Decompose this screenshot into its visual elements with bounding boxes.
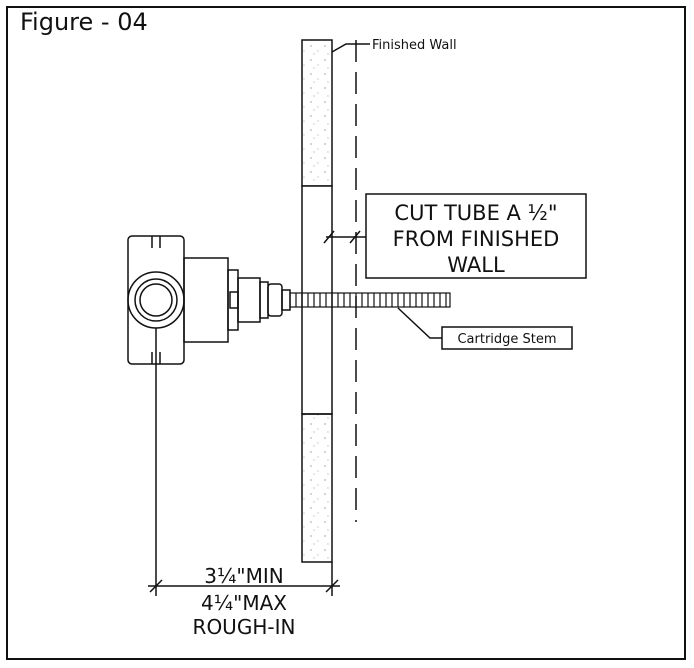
cut-tube-line2: FROM FINISHED: [393, 227, 560, 251]
cartridge-stem-box: [441, 326, 573, 350]
rough-in-min: 3¼"MIN: [204, 564, 283, 588]
valve-body: [127, 235, 291, 365]
cut-tube-dimension: [323, 230, 366, 244]
rough-in-dimension: [148, 328, 340, 596]
rough-in-max: 4¼"MAX: [201, 591, 287, 615]
figure-title: Figure - 04: [20, 8, 148, 36]
cartridge-stem-leader: [397, 307, 442, 339]
cartridge-stem: [289, 292, 451, 308]
cut-tube-line1: CUT TUBE A ½": [394, 201, 557, 225]
rough-in-label: ROUGH-IN: [193, 615, 296, 639]
finished-wall: [301, 39, 333, 563]
finished-wall-label: Finished Wall: [372, 38, 457, 53]
cut-tube-box: [365, 193, 587, 279]
cartridge-stem-label: Cartridge Stem: [457, 332, 556, 347]
finished-wall-leader: [331, 43, 370, 53]
cut-tube-line3: WALL: [447, 253, 505, 277]
